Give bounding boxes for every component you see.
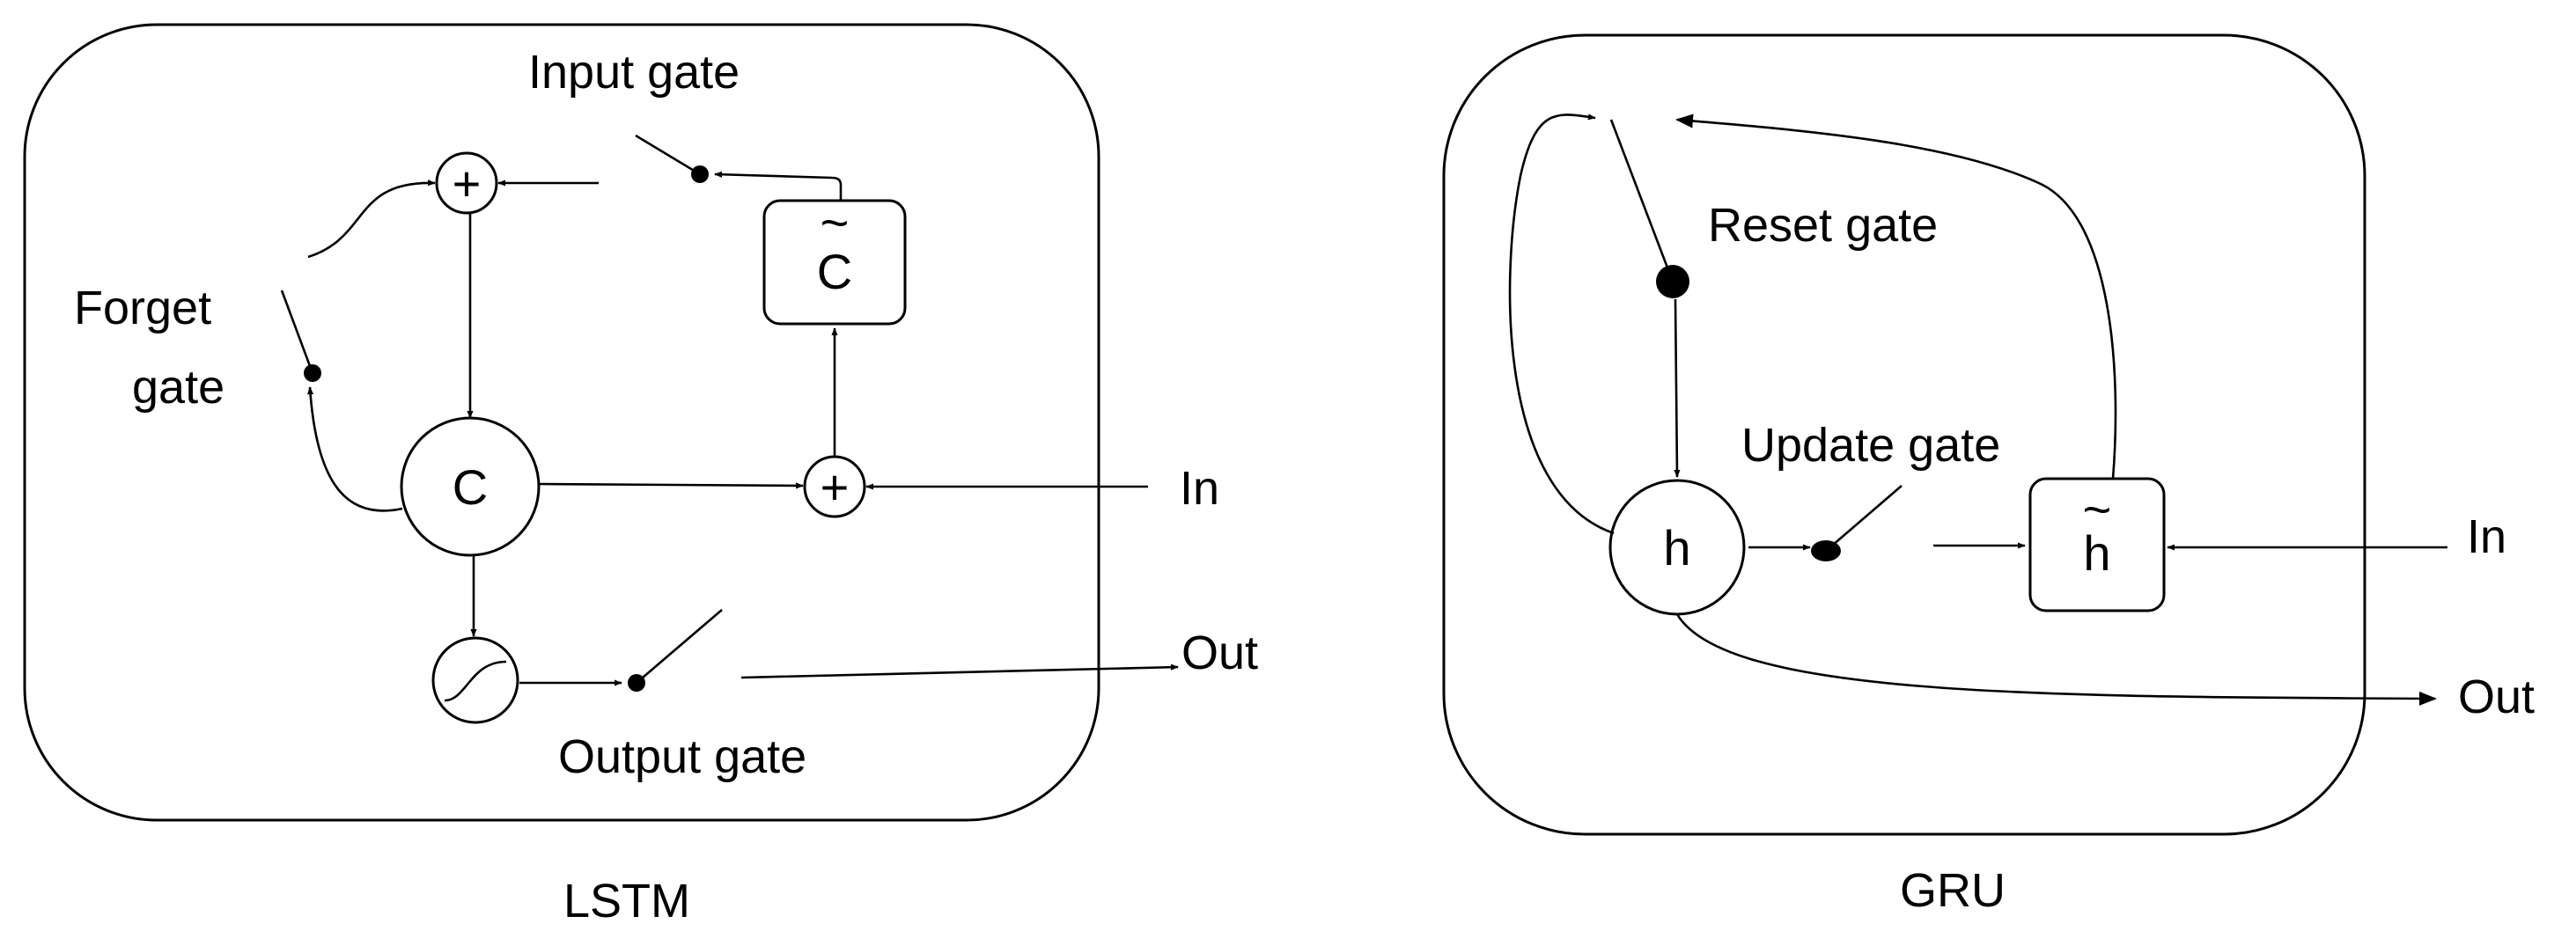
gru-arrow-candidate-to-top [1675,114,2117,480]
lstm-cell-label: C [453,459,488,515]
lstm-arrow-to-out [740,663,1179,679]
lstm-arrow-cell-to-forget-gate [306,386,403,512]
lstm-activation-curve [444,660,507,702]
gru-arrow-reset-to-hidden [1674,298,1681,478]
gru-candidate-accent: ~ [2083,481,2112,537]
gru-arrow-hidden-loop [1508,114,1615,535]
lstm-input-gate-switch [635,134,701,176]
lstm-candidate-label: C [817,244,852,299]
lstm-forget-gate-label-line1: Forget [74,282,211,334]
lstm-top-plus-node [435,151,498,215]
lstm-right-plus-symbol: + [821,459,850,515]
lstm-input-gate-dot [691,165,709,183]
lstm-arrow-candidate-to-input-gate [714,171,843,201]
lstm-candidate-accent: ~ [821,194,850,250]
lstm-arrow-forget-to-top-plus [307,180,436,259]
gru-diagram: h ~ h Reset gate Update gate In Out GRU [1442,33,2535,917]
gru-caption: GRU [1900,864,2006,917]
gru-out-label: Out [2458,671,2535,723]
gru-candidate-box [2028,477,2166,612]
gru-candidate-label: h [2083,525,2110,581]
lstm-out-label: Out [1181,627,1258,679]
lstm-caption: LSTM [563,875,690,927]
gru-arrow-to-out [1675,613,2437,706]
lstm-in-label: In [1180,462,1219,515]
gru-reset-gate-switch [1609,119,1674,282]
lstm-output-gate-label: Output gate [558,730,806,783]
lstm-forget-gate-label-line2: gate [132,361,224,414]
gru-reset-gate-label: Reset gate [1708,199,1938,252]
lstm-arrow-cell-to-right-plus [538,482,804,489]
gru-reset-gate-dot [1656,265,1689,298]
gru-frame [1442,33,2366,836]
gru-in-label: In [2467,510,2506,563]
lstm-activation-node [431,636,519,724]
lstm-candidate-box [762,199,907,326]
lstm-input-gate-label: Input gate [528,46,740,99]
gru-update-gate-label: Update gate [1741,419,2000,472]
lstm-forget-gate-switch [280,290,314,374]
gru-update-gate-switch [1825,485,1903,552]
lstm-output-gate-switch [636,609,723,684]
lstm-top-plus-symbol: + [453,156,482,211]
lstm-diagram: + + C ~ C Input gate Forget [23,23,1258,927]
lstm-frame [23,23,1100,822]
gru-hidden-label: h [1663,520,1690,575]
